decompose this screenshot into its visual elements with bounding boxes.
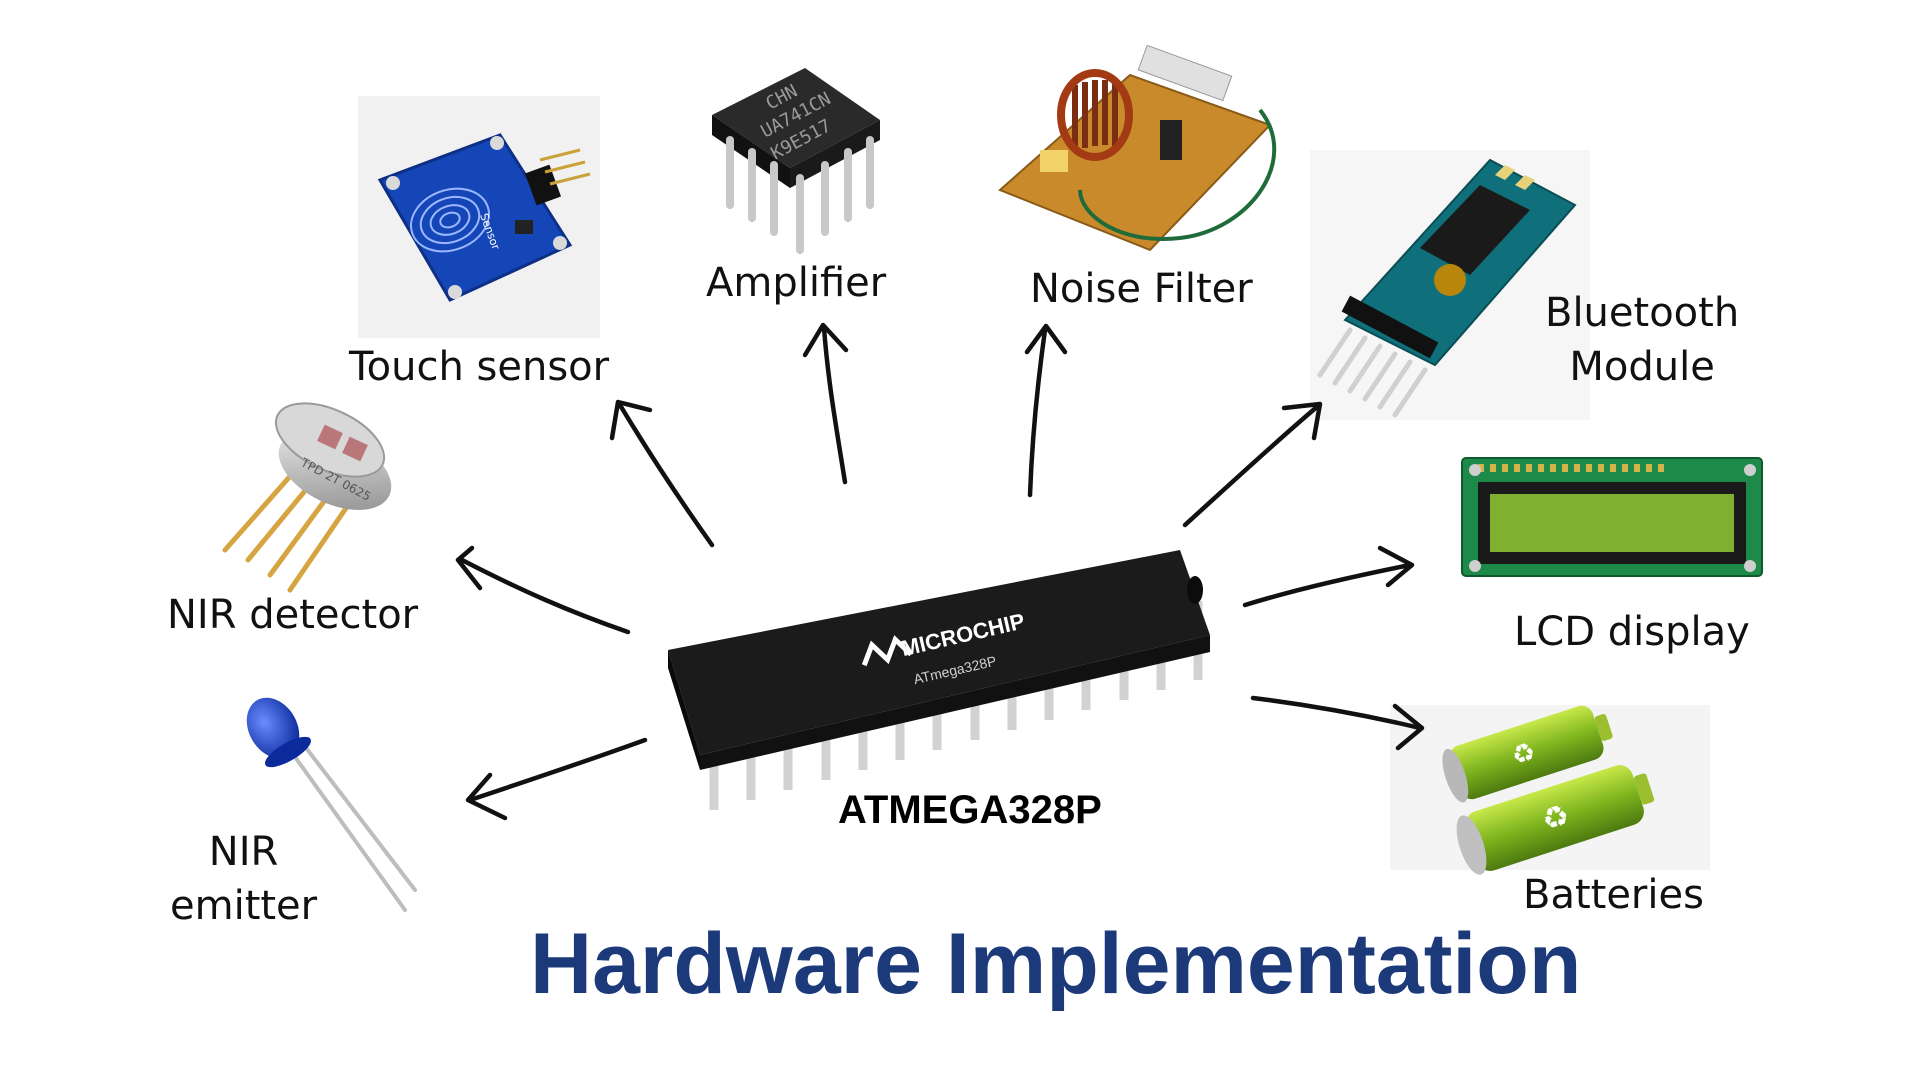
connector-arrows xyxy=(455,322,1425,821)
arrow-head-noise-filter xyxy=(1024,323,1068,355)
label-amplifier: Amplifier xyxy=(706,260,887,306)
arrow-head-lcd-display xyxy=(1377,545,1415,588)
chip-label: ATMEGA328P xyxy=(838,788,1102,832)
label-lcd-display: LCD display xyxy=(1514,609,1750,655)
arrow-to-touch-sensor xyxy=(617,402,715,548)
label-bluetooth-line-2: Module xyxy=(1569,344,1715,390)
bluetooth-module-image xyxy=(1310,150,1590,420)
noise-filter-image xyxy=(998,44,1277,252)
arrow-to-nir-emitter xyxy=(467,737,648,803)
arrow-to-noise-filter xyxy=(1027,327,1048,498)
amplifier-image: CHN UA741CN K9E517 xyxy=(712,68,880,254)
arrow-to-batteries xyxy=(1250,695,1423,731)
arrow-to-nir-detector xyxy=(459,557,631,635)
label-touch-sensor: Touch sensor xyxy=(349,344,610,390)
label-nir-detector: NIR detector xyxy=(167,592,419,638)
label-noise-filter: Noise Filter xyxy=(1030,266,1253,312)
nir-detector-image: TPD 2T 0625 xyxy=(222,402,392,593)
label-bluetooth-module: Bluetooth Module xyxy=(1545,286,1739,394)
lcd-display-image xyxy=(1461,457,1763,577)
touch-sensor-image: Sensor xyxy=(358,96,600,338)
atmega328p-chip: MICROCHIP ATmega328P xyxy=(668,550,1210,810)
page-title: Hardware Implementation xyxy=(530,916,1582,1012)
arrow-head-batteries xyxy=(1392,703,1425,751)
label-nir-emitter-line-2: emitter xyxy=(170,883,318,929)
label-nir-emitter-line-1: NIR xyxy=(208,829,279,875)
nir-emitter-image xyxy=(246,697,417,912)
arrow-head-nir-emitter xyxy=(465,772,508,821)
arrow-head-bluetooth-module xyxy=(1281,401,1323,441)
arrow-to-lcd-display xyxy=(1242,562,1413,608)
label-batteries: Batteries xyxy=(1523,872,1704,918)
batteries-image: ♻ ♻ xyxy=(1390,705,1710,875)
arrow-head-touch-sensor xyxy=(609,399,653,441)
arrow-head-nir-detector xyxy=(455,545,483,591)
label-bluetooth-line-1: Bluetooth xyxy=(1545,290,1740,336)
arrow-to-bluetooth-module xyxy=(1182,403,1321,528)
arrow-to-amplifier xyxy=(821,325,848,485)
arrow-head-amplifier xyxy=(802,322,849,358)
label-nir-emitter: NIR emitter xyxy=(170,825,317,933)
